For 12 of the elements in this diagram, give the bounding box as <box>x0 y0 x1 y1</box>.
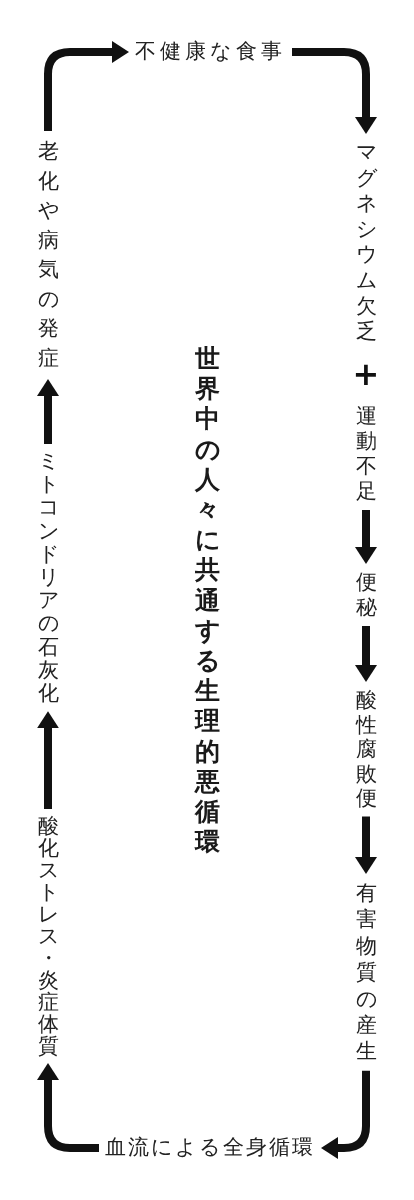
step-label: 不健康な食事 <box>135 39 286 65</box>
step-label: 酸化ストレス・炎症体質 <box>37 815 59 1057</box>
step-label: 有害物質の産生 <box>355 880 377 1065</box>
step-label: 血流による全身循環 <box>105 1135 315 1161</box>
step-label: 便秘 <box>355 570 377 620</box>
step-label: マグネシウム欠乏 <box>355 140 377 345</box>
plus-sign: + <box>352 358 380 390</box>
diagram-title: 世界中の人々に共通する生理的悪循環 <box>194 344 220 858</box>
step-label: 老化や病気の発症 <box>37 137 59 373</box>
step-label: 運動不足 <box>355 404 377 504</box>
step-label: 酸性腐敗便 <box>355 688 377 811</box>
step-label: ミトコンドリアの石灰化 <box>37 450 59 706</box>
